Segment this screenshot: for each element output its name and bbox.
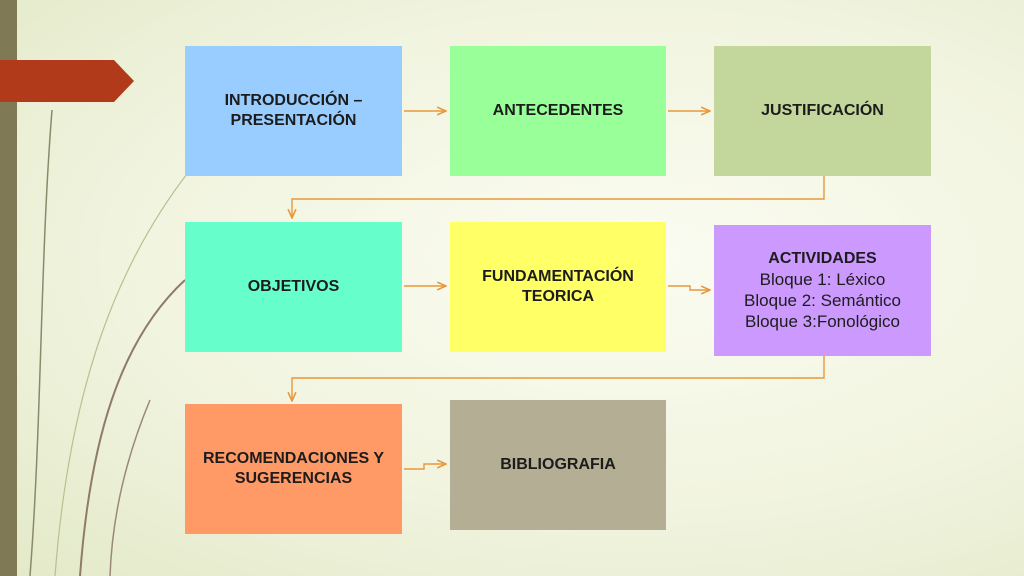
box-fundamentacion: FUNDAMENTACIÓN TEORICA [450,222,666,352]
box-antecedentes-title: ANTECEDENTES [492,102,624,119]
box-recomendaciones-title: RECOMENDACIONES Y SUGERENCIAS [202,450,385,487]
box-introduccion: INTRODUCCIÓN – PRESENTACIÓN [185,46,402,176]
left-side-bar [0,0,17,576]
box-objetivos-title: OBJETIVOS [247,278,340,295]
decorative-curve [54,169,191,576]
box-fundamentacion-title: FUNDAMENTACIÓN TEORICA [482,268,634,305]
decorative-curve [79,279,186,576]
box-introduccion-title: INTRODUCCIÓN – PRESENTACIÓN [224,92,363,129]
box-actividades-line: Bloque 1: Léxico [759,270,886,289]
box-bibliografia: BIBLIOGRAFIA [450,400,666,530]
box-justificacion: JUSTIFICACIÓN [714,46,931,176]
box-antecedentes: ANTECEDENTES [450,46,666,176]
box-actividades-title: ACTIVIDADES [768,250,877,267]
box-objetivos: OBJETIVOS [185,222,402,352]
box-actividades: ACTIVIDADES Bloque 1: Léxico Bloque 2: S… [714,225,931,356]
decorative-curve [109,399,151,576]
decorative-curve [29,109,53,576]
box-bibliografia-title: BIBLIOGRAFIA [500,456,616,473]
box-recomendaciones: RECOMENDACIONES Y SUGERENCIAS [185,404,402,534]
box-justificacion-title: JUSTIFICACIÓN [761,102,884,119]
box-actividades-line: Bloque 2: Semántico [744,291,901,310]
box-actividades-line: Bloque 3:Fonológico [744,312,900,331]
red-arrow-tab [0,60,134,102]
